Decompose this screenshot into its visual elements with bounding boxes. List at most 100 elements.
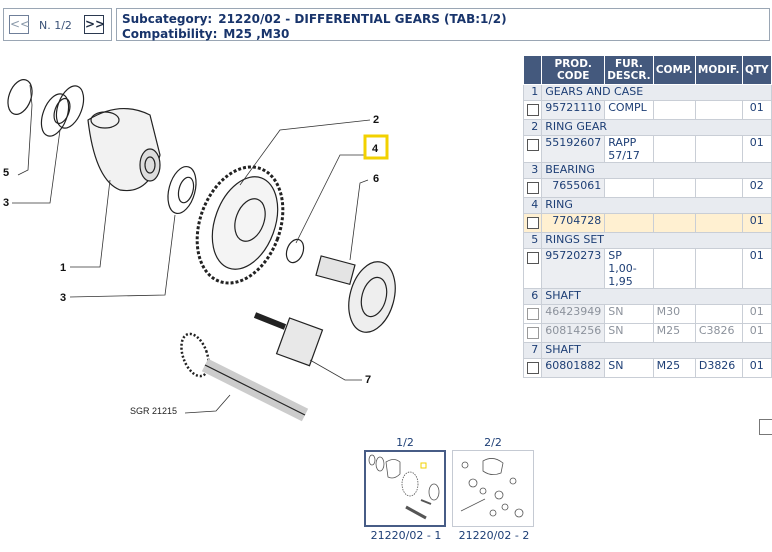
qty: 02	[741, 178, 772, 198]
table-row[interactable]: 55192607 RAPP 57/17 01	[522, 135, 772, 163]
fur-descr	[604, 178, 654, 198]
page-indicator: N. 1/2	[39, 19, 72, 32]
group-name: RING	[541, 197, 772, 214]
callout-5[interactable]: 5	[3, 167, 9, 179]
group-name: SHAFT	[541, 288, 772, 305]
callout-6[interactable]: 6	[373, 173, 379, 185]
callout-7[interactable]: 7	[365, 374, 371, 386]
previous-page-button[interactable]: <<	[9, 15, 30, 34]
thumbnail-table-1[interactable]	[364, 450, 446, 527]
qty: 01	[741, 304, 772, 324]
page-navigator: << N. 1/2 >>	[3, 8, 112, 41]
table-row[interactable]: 95721110 COMPL 01	[522, 100, 772, 120]
qty: 01	[741, 213, 772, 233]
callout-3[interactable]: 3	[3, 197, 9, 209]
fur-descr: SN	[604, 358, 654, 378]
part-bearing-3b[interactable]	[163, 163, 201, 216]
modif	[694, 213, 743, 233]
part-ring-5[interactable]	[4, 76, 37, 117]
group-number: 7	[522, 342, 543, 359]
group-number: 1	[522, 84, 543, 101]
subcategory-value: 21220/02 - DIFFERENTIAL GEARS (TAB:1/2)	[218, 12, 507, 26]
callout-2[interactable]: 2	[373, 114, 379, 126]
compatibility-label: Compatibility:	[122, 27, 218, 41]
table-row-disabled[interactable]: 46423949 SN M30 01	[522, 304, 772, 324]
callout-3-lower[interactable]: 3	[60, 292, 66, 304]
fur-descr: SN	[604, 323, 654, 343]
group-number: 4	[522, 197, 543, 214]
subcategory-label: Subcategory:	[122, 12, 213, 26]
thumbnail-page-label: 1/2	[396, 436, 414, 449]
modif	[694, 178, 743, 198]
part-pinion-shaft[interactable]	[176, 330, 309, 422]
diagram-caption: SGR 21215	[130, 406, 177, 416]
header-comp: COMP.	[652, 55, 696, 85]
table-row-selected[interactable]: 7704728 01	[522, 213, 772, 233]
row-checkbox[interactable]	[526, 217, 539, 229]
callout-4[interactable]: 4	[372, 143, 379, 155]
table-row-disabled[interactable]: 60814256 SN M25 C3826 01	[522, 323, 772, 343]
qty: 01	[741, 248, 772, 289]
parts-table: PROD. CODE FUR. DESCR. COMP. MODIF. QTY …	[522, 55, 772, 378]
header-qty: QTY	[741, 55, 772, 85]
group-number: 2	[522, 119, 543, 136]
compatibility-value: M25 ,M30	[223, 27, 290, 41]
table-row[interactable]: 60801882 SN M25 D3826 01	[522, 358, 772, 378]
edge-checkbox[interactable]	[759, 419, 772, 435]
group-number: 6	[522, 288, 543, 305]
thumbnail-1-preview	[368, 454, 440, 520]
header-checkbox-col	[522, 55, 543, 85]
comp	[652, 178, 696, 198]
comp	[652, 100, 696, 120]
qty: 01	[741, 323, 772, 343]
row-checkbox[interactable]	[526, 308, 539, 320]
row-checkbox[interactable]	[526, 362, 539, 374]
fur-descr: SN	[604, 304, 654, 324]
thumbnail-caption: 21220/02 - 1	[370, 529, 442, 542]
group-name: GEARS AND CASE	[541, 84, 772, 101]
part-shaft-6[interactable]	[315, 255, 403, 338]
table-row[interactable]: 7655061 02	[522, 178, 772, 198]
part-shaft-7[interactable]	[253, 312, 324, 367]
prod-code: 95720273	[541, 248, 606, 289]
prod-code: 46423949	[541, 304, 606, 324]
group-row: 4 RING	[522, 197, 772, 214]
prod-code: 55192607	[541, 135, 606, 163]
prod-code: 7704728	[541, 213, 606, 233]
exploded-parts-diagram: 2 4 6 5 3 1 3 7 SGR 21215	[0, 75, 408, 425]
modif: D3826	[694, 358, 743, 378]
group-row: 2 RING GEAR	[522, 119, 772, 136]
thumbnail-table-2[interactable]	[452, 450, 534, 527]
row-checkbox[interactable]	[526, 327, 539, 339]
callout-4-highlight	[363, 134, 389, 160]
header-fur-descr: FUR. DESCR.	[604, 55, 654, 85]
subcategory-row: Subcategory: 21220/02 - DIFFERENTIAL GEAR…	[122, 12, 769, 27]
next-page-button[interactable]: >>	[84, 15, 105, 34]
group-row: 3 BEARING	[522, 162, 772, 179]
thumbnail-page-label: 2/2	[484, 436, 502, 449]
row-checkbox[interactable]	[526, 182, 539, 194]
comp: M30	[652, 304, 696, 324]
group-number: 3	[522, 162, 543, 179]
part-ring-4[interactable]	[283, 237, 306, 265]
prod-code: 7655061	[541, 178, 606, 198]
group-row: 1 GEARS AND CASE	[522, 84, 772, 101]
group-row: 7 SHAFT	[522, 342, 772, 359]
part-ring-gear-2[interactable]	[182, 155, 298, 295]
row-checkbox[interactable]	[526, 139, 539, 151]
comp	[652, 248, 696, 289]
fur-descr: COMPL	[604, 100, 654, 120]
part-differential-case-1[interactable]	[87, 107, 161, 192]
comp: M25	[652, 358, 696, 378]
thumbnail-caption: 21220/02 - 2	[458, 529, 530, 542]
modif: C3826	[694, 323, 743, 343]
group-name: RINGS SET	[541, 232, 772, 249]
callout-1[interactable]: 1	[60, 262, 66, 274]
part-bearing-3a[interactable]	[36, 82, 89, 140]
row-checkbox[interactable]	[526, 104, 539, 116]
table-row[interactable]: 95720273 SP 1,00- 1,95 01	[522, 248, 772, 289]
group-name: RING GEAR	[541, 119, 772, 136]
modif	[694, 248, 743, 289]
qty: 01	[741, 100, 772, 120]
row-checkbox[interactable]	[526, 252, 539, 264]
